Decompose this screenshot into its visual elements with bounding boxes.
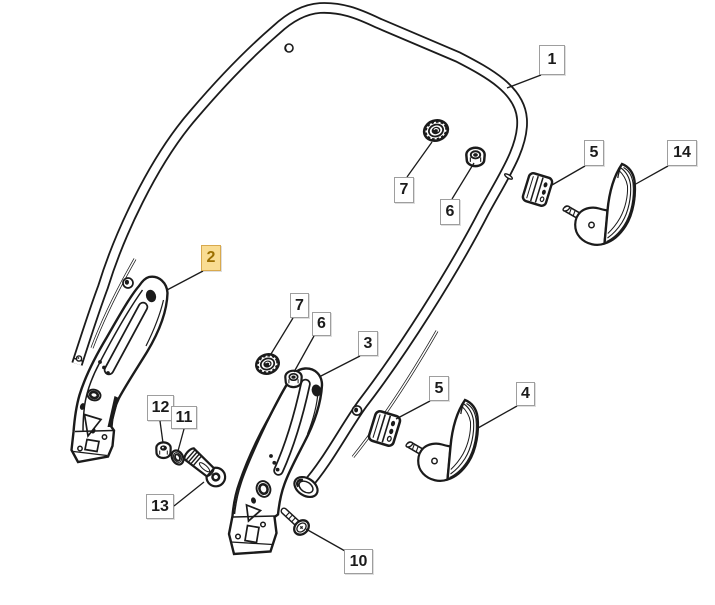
leader-14 <box>633 165 669 186</box>
part-hex-nut <box>155 441 172 460</box>
part-cam-lever-lower <box>405 400 478 481</box>
leader-6-top <box>451 162 475 200</box>
leader-10 <box>305 528 346 552</box>
callout-5-top[interactable]: 5 <box>584 140 604 166</box>
leader-4 <box>477 405 518 429</box>
leader-7-top <box>406 141 433 178</box>
callout-11[interactable]: 11 <box>171 406 197 429</box>
leader-5-low <box>395 400 431 420</box>
callout-leader-lines <box>159 74 669 552</box>
callout-7-mid[interactable]: 7 <box>290 293 309 318</box>
part-nut-top <box>465 146 486 168</box>
leader-13 <box>173 481 205 507</box>
leader-12 <box>159 420 164 444</box>
part-upper-handle <box>71 2 528 499</box>
tube-end-right <box>293 475 319 499</box>
callout-6-top[interactable]: 6 <box>440 199 460 225</box>
leader-6-mid <box>293 335 315 373</box>
part-flange-nut-mid <box>252 350 283 378</box>
callout-3[interactable]: 3 <box>358 331 378 356</box>
part-screw <box>280 507 310 536</box>
leader-2 <box>166 270 204 291</box>
part-link <box>183 447 227 488</box>
part-lower-bracket-right <box>227 367 324 556</box>
callout-13[interactable]: 13 <box>146 494 174 519</box>
leader-7-mid <box>270 317 294 355</box>
callout-14[interactable]: 14 <box>667 140 697 166</box>
leader-5-top <box>551 165 586 186</box>
callout-7-top[interactable]: 7 <box>394 177 414 203</box>
callout-10[interactable]: 10 <box>344 549 373 574</box>
callout-4[interactable]: 4 <box>516 382 535 406</box>
part-washer <box>170 449 185 466</box>
leader-1 <box>506 74 542 89</box>
leader-3 <box>318 355 361 378</box>
part-clamp-top <box>520 170 555 209</box>
part-cam-lever-right <box>562 164 635 245</box>
callout-1[interactable]: 1 <box>539 45 565 75</box>
leader-11 <box>177 428 185 452</box>
callout-6-mid[interactable]: 6 <box>312 312 331 336</box>
part-flange-nut-top <box>420 115 452 146</box>
callout-5-low[interactable]: 5 <box>429 376 449 401</box>
part-clamp-lower <box>366 408 403 449</box>
part-lower-bracket-left <box>70 275 169 464</box>
callout-2[interactable]: 2 <box>201 245 221 271</box>
part-nut-mid <box>284 369 303 389</box>
callout-12[interactable]: 12 <box>147 395 174 421</box>
